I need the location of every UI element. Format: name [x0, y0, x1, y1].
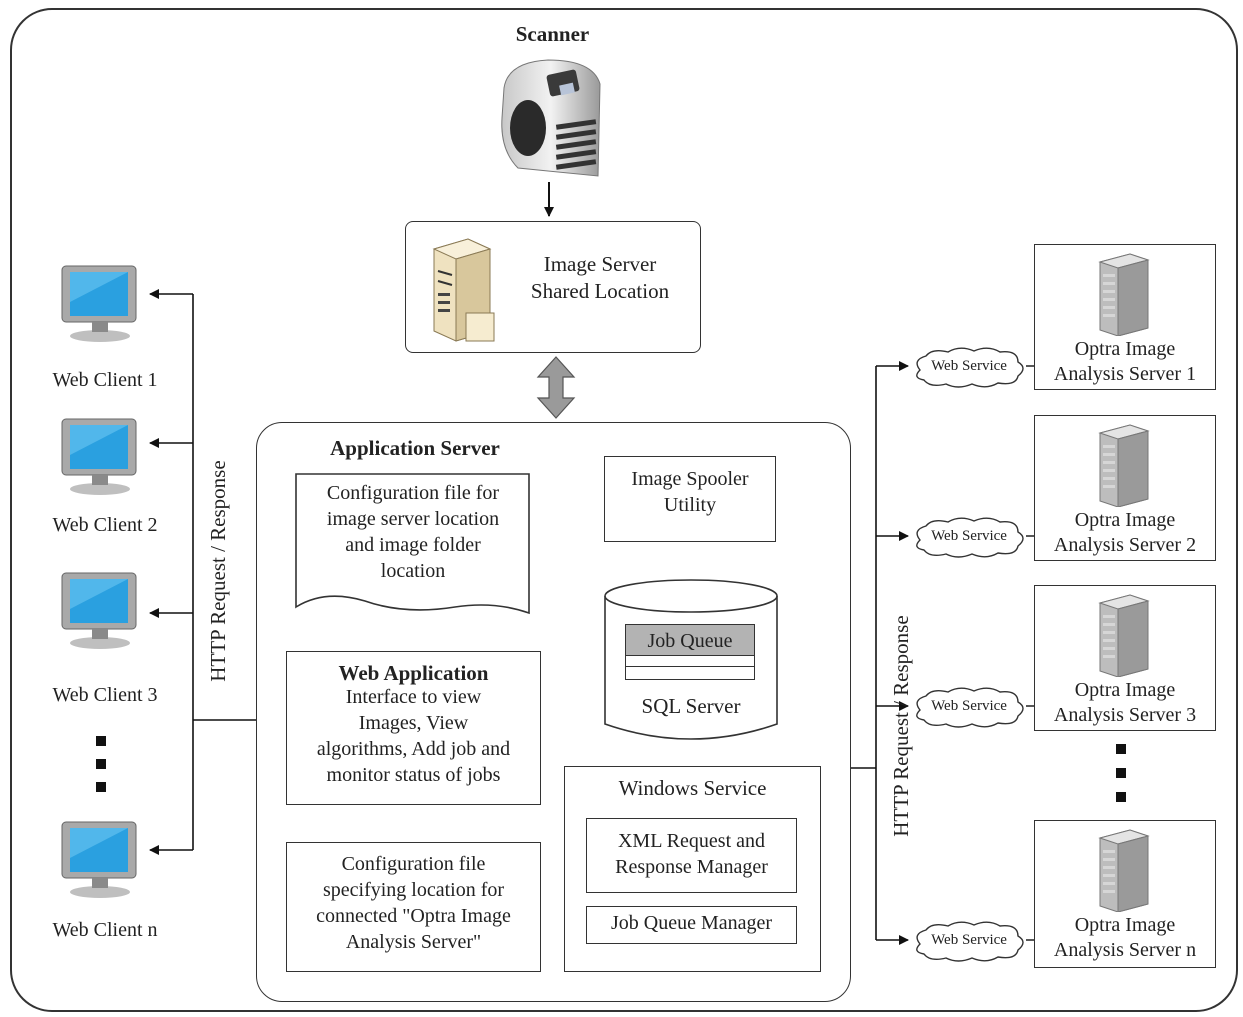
server-tower-icon [1098, 594, 1150, 677]
config-file-2-box [286, 842, 541, 972]
job-queue-manager-label: Job Queue Manager [610, 912, 773, 934]
config-file-document [295, 473, 530, 615]
job-queue-table [625, 624, 755, 680]
file-server-icon [432, 238, 495, 342]
analysis-server-line2: Analysis Server 2 [1053, 534, 1197, 556]
scanner-icon [501, 59, 601, 177]
application-server-title: Application Server [330, 436, 500, 460]
xml-manager-box [586, 818, 797, 893]
web-client-label: Web Client 2 [52, 514, 158, 536]
monitor-icon [61, 418, 137, 495]
cloud-icon [916, 687, 1024, 728]
windows-service-title: Windows Service [618, 776, 767, 800]
web-application-box [286, 651, 541, 805]
spooler-line: Utility [663, 494, 717, 516]
web-service-label: Web Service [931, 528, 1007, 544]
analysis-server-box [1034, 820, 1216, 968]
config-file-2-line: Analysis Server" [345, 931, 482, 953]
web-application-line: Images, View [358, 712, 469, 734]
analysis-server-line2: Analysis Server 1 [1053, 363, 1197, 385]
web-service-label: Web Service [931, 358, 1007, 374]
job-queue-header [626, 625, 754, 656]
image-server-label-1: Image Server [543, 252, 657, 276]
web-application-line: monitor status of jobs [326, 764, 501, 786]
web-service-cloud: Web Service [910, 346, 1028, 388]
xml-manager-line: XML Request and [617, 830, 765, 852]
web-service-label: Web Service [931, 698, 1007, 714]
job-queue-manager-box [586, 906, 797, 944]
web-service-cloud: Web Service [910, 516, 1028, 558]
web-application-line: Interface to view [345, 686, 482, 708]
analysis-server-line1: Optra Image [1074, 338, 1176, 360]
config-file-1-text: Configuration file for image server loca… [296, 482, 530, 583]
image-server-label-2: Shared Location [530, 279, 670, 303]
spooler-line: Image Spooler [631, 468, 749, 490]
web-client-label: Web Client 1 [52, 369, 158, 391]
server-tower-icon [1098, 424, 1150, 507]
left-http-label: HTTP Request / Response [205, 460, 230, 682]
monitor-icon [61, 821, 137, 898]
analysis-server-line1: Optra Image [1074, 914, 1176, 936]
config-file-2-line: connected "Optra Image [316, 905, 511, 927]
xml-manager-line: Response Manager [615, 856, 768, 878]
config-file-2-line: specifying location for [322, 879, 505, 901]
sql-server-label: SQL Server [641, 694, 741, 718]
web-service-cloud: Web Service [910, 686, 1028, 728]
web-application-line: algorithms, Add job and [316, 738, 511, 760]
job-queue-label: Job Queue [647, 630, 733, 652]
config-file-1-line: Configuration file for [326, 482, 500, 504]
outer-frame [10, 8, 1238, 1012]
scanner-title: Scanner [515, 22, 590, 46]
cloud-icon [916, 347, 1024, 388]
cloud-icon [916, 517, 1024, 558]
config-file-1-line: location [380, 560, 446, 582]
web-service-label: Web Service [931, 932, 1007, 948]
analysis-server-line1: Optra Image [1074, 679, 1176, 701]
config-file-1-line: image server location [326, 508, 500, 530]
analysis-server-line2: Analysis Server 3 [1053, 704, 1197, 726]
server-tower-icon [1098, 253, 1150, 336]
web-application-title: Web Application [338, 661, 489, 685]
analysis-server-line2: Analysis Server n [1053, 939, 1197, 961]
monitor-icon [61, 572, 137, 649]
config-file-1-line: and image folder [345, 534, 481, 556]
image-spooler-box [604, 456, 776, 542]
cloud-icon [916, 921, 1024, 962]
monitor-icon [61, 265, 137, 342]
config-file-2-line: Configuration file [341, 853, 486, 875]
server-tower-icon [1098, 829, 1150, 912]
web-service-cloud: Web Service [910, 920, 1028, 962]
analysis-server-line1: Optra Image [1074, 509, 1176, 531]
web-client-label: Web Client 3 [52, 684, 158, 706]
web-client-label: Web Client n [52, 919, 158, 941]
